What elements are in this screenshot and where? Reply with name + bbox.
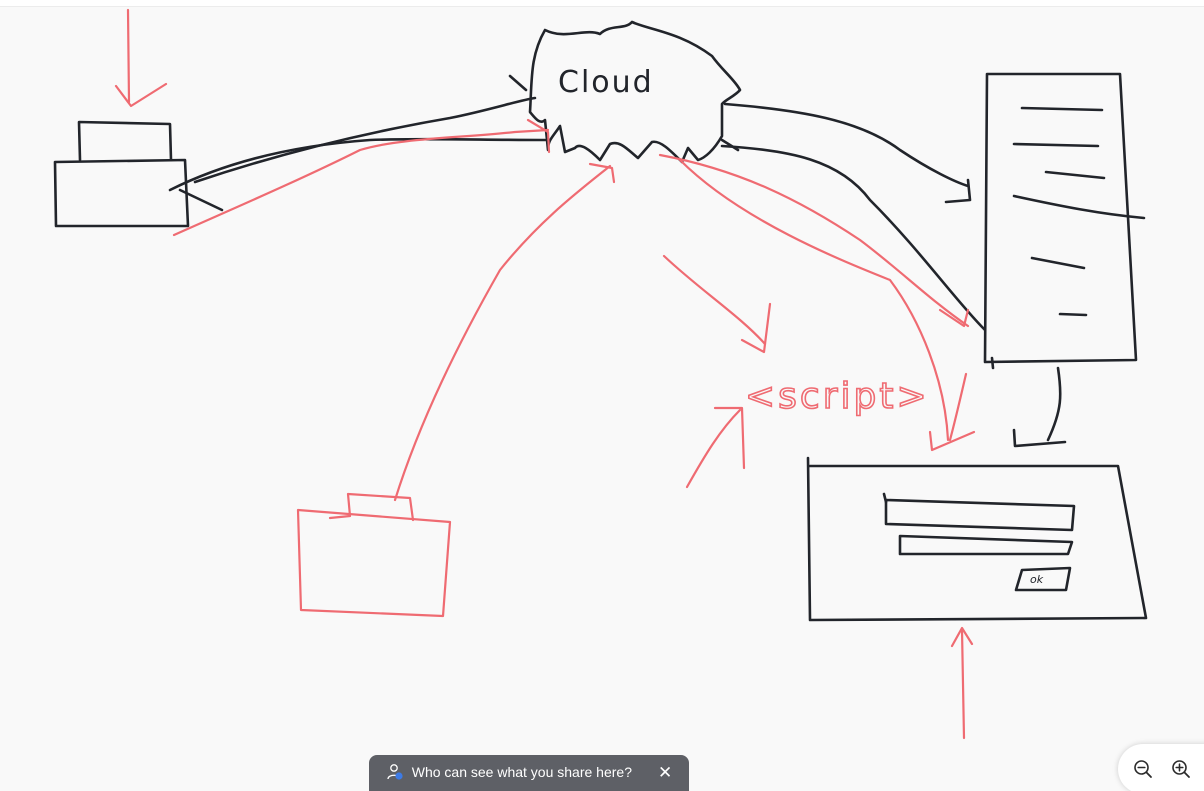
ok-button-label: ok <box>1030 573 1044 586</box>
device-sketch-left <box>53 120 190 228</box>
arrow-up-to-script <box>685 406 746 489</box>
cloud-sketch: Cloud <box>508 20 742 164</box>
share-banner-text[interactable]: Who can see what you share here? <box>411 764 632 780</box>
zoom-out-icon[interactable] <box>1130 756 1156 782</box>
arrow-to-script <box>662 254 772 354</box>
document-sketch <box>983 72 1146 370</box>
zoom-in-icon[interactable] <box>1168 756 1194 782</box>
close-icon[interactable]: ✕ <box>658 762 673 782</box>
top-border <box>0 0 1204 7</box>
script-label: <script> <box>745 376 930 417</box>
connections-device-cloud <box>168 96 547 212</box>
login-form-sketch: ok <box>806 456 1148 622</box>
zoom-controls <box>1118 744 1204 791</box>
red-connections-cloud-right <box>658 153 976 452</box>
arrow-up-to-login <box>950 626 974 740</box>
share-visibility-banner[interactable]: Who can see what you share here? ✕ <box>369 755 689 791</box>
arrow-down-top-left <box>114 8 168 108</box>
red-connection-device-cloud <box>172 118 551 237</box>
cloud-label: Cloud <box>558 65 654 100</box>
person-icon <box>386 763 404 781</box>
connections-cloud-computer <box>720 102 987 332</box>
connector-doc-login <box>1012 366 1067 448</box>
folder-sketch <box>296 492 452 618</box>
red-connection-folder-cloud <box>393 162 616 502</box>
